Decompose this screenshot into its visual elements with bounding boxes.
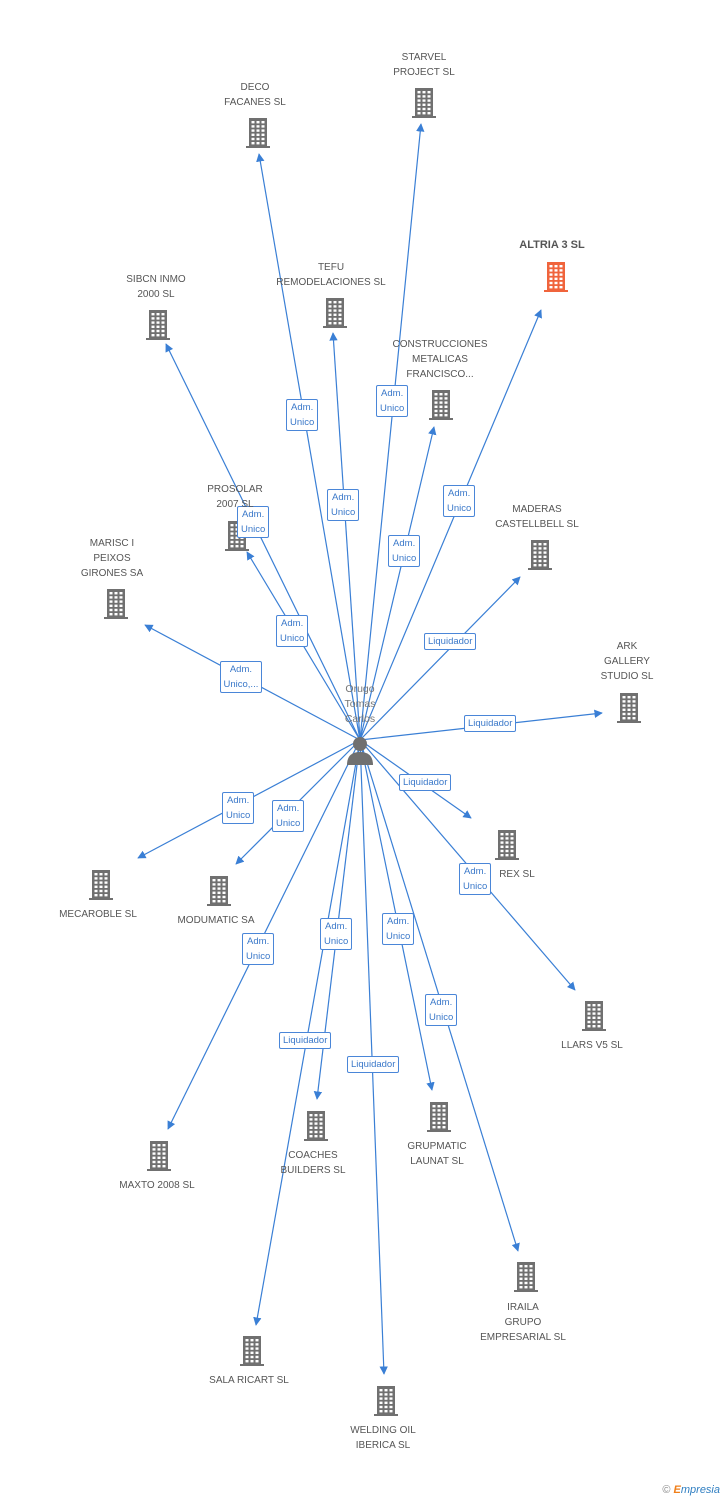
edge-sibcn xyxy=(165,343,361,741)
company-label-ark[interactable]: ARK GALLERY STUDIO SL xyxy=(600,641,654,682)
edge-deco xyxy=(256,153,361,741)
edge-label-coaches[interactable]: Adm. Unico xyxy=(320,918,353,950)
company-label-coaches[interactable]: COACHES BUILDERS SL xyxy=(280,1150,346,1176)
edge-label-mecaroble[interactable]: Adm. Unico xyxy=(222,792,255,824)
copyright-icon: © xyxy=(662,1484,671,1496)
company-label-construcciones[interactable]: CONSTRUCCIONES METALICAS FRANCISCO... xyxy=(392,339,488,380)
edge-label-prosolar[interactable]: Adm. Unico xyxy=(276,615,309,647)
edge-label-marisc[interactable]: Adm. Unico,... xyxy=(219,661,263,693)
company-label-iraila[interactable]: IRAILA GRUPO EMPRESARIAL SL xyxy=(480,1302,566,1343)
edge-label-starvel[interactable]: Adm. Unico xyxy=(376,385,409,417)
edge-construcciones xyxy=(359,426,437,741)
company-label-sala[interactable]: SALA RICART SL xyxy=(209,1375,289,1386)
company-icon-llars[interactable] xyxy=(582,1001,606,1031)
company-icon-grupmatic[interactable] xyxy=(427,1102,451,1132)
company-label-deco[interactable]: DECO FACANES SL xyxy=(224,82,286,108)
company-icon-marisc[interactable] xyxy=(104,589,128,619)
company-icon-iraila[interactable] xyxy=(514,1262,538,1292)
company-label-maderas[interactable]: MADERAS CASTELLBELL SL xyxy=(495,504,579,530)
edge-label-grupmatic[interactable]: Adm. Unico xyxy=(382,913,415,945)
company-icon-welding[interactable] xyxy=(374,1386,398,1416)
edge-label-rex[interactable]: Liquidador xyxy=(399,773,452,791)
company-label-starvel[interactable]: STARVEL PROJECT SL xyxy=(393,52,455,78)
company-label-modumatic[interactable]: MODUMATIC SA xyxy=(177,915,255,926)
company-label-tefu[interactable]: TEFU REMODELACIONES SL xyxy=(276,262,386,288)
company-icon-maxto[interactable] xyxy=(147,1141,171,1171)
edge-label-maderas[interactable]: Liquidador xyxy=(424,632,477,650)
edge-altria xyxy=(359,309,542,741)
company-icon-tefu[interactable] xyxy=(323,298,347,328)
edge-label-iraila[interactable]: Adm. Unico xyxy=(425,994,458,1026)
company-label-sibcn[interactable]: SIBCN INMO 2000 SL xyxy=(126,274,186,300)
company-label-grupmatic[interactable]: GRUPMATIC LAUNAT SL xyxy=(407,1141,467,1167)
edge-maderas xyxy=(359,576,521,741)
edge-label-deco[interactable]: Adm. Unico xyxy=(286,399,319,431)
company-label-prosolar[interactable]: PROSOLAR 2007 SL xyxy=(207,484,263,510)
edge-label-sala[interactable]: Liquidador xyxy=(279,1031,332,1049)
company-icon-maderas[interactable] xyxy=(528,540,552,570)
company-label-marisc[interactable]: MARISC I PEIXOS GIRONES SA xyxy=(80,538,144,579)
company-icon-ark[interactable] xyxy=(617,693,641,723)
company-icon-mecaroble[interactable] xyxy=(89,870,113,900)
company-icon-altria[interactable] xyxy=(544,262,568,292)
company-icon-coaches[interactable] xyxy=(304,1111,328,1141)
company-icon-modumatic[interactable] xyxy=(207,876,231,906)
edge-tefu xyxy=(329,332,361,741)
company-icon-starvel[interactable] xyxy=(412,88,436,118)
edge-label-maxto[interactable]: Adm. Unico xyxy=(242,933,275,965)
edge-starvel xyxy=(359,123,425,741)
company-icon-sibcn[interactable] xyxy=(146,310,170,340)
edge-label-altria[interactable]: Adm. Unico xyxy=(443,485,476,517)
edge-label-ark[interactable]: Liquidador xyxy=(464,714,517,732)
edge-label-tefu[interactable]: Adm. Unico xyxy=(327,489,360,521)
edge-label-welding[interactable]: Liquidador xyxy=(347,1055,400,1073)
company-label-mecaroble[interactable]: MECAROBLE SL xyxy=(59,909,137,920)
company-label-llars[interactable]: LLARS V5 SL xyxy=(561,1040,623,1051)
company-label-welding[interactable]: WELDING OIL IBERICA SL xyxy=(350,1425,416,1451)
company-icon-construcciones[interactable] xyxy=(429,390,453,420)
edge-label-sibcn[interactable]: Adm. Unico xyxy=(237,506,270,538)
edge-label-llars[interactable]: Adm. Unico xyxy=(459,863,492,895)
center-person-label: Orugo Tomas Carlos xyxy=(344,683,376,725)
footer-brand: © Empresia xyxy=(662,1484,720,1496)
company-label-altria[interactable]: ALTRIA 3 SL xyxy=(519,239,585,251)
company-icon-sala[interactable] xyxy=(240,1336,264,1366)
company-label-rex[interactable]: REX SL xyxy=(499,869,535,880)
edge-label-modumatic[interactable]: Adm. Unico xyxy=(272,800,305,832)
company-icon-deco[interactable] xyxy=(246,118,270,148)
brand-logo[interactable]: Empresia xyxy=(673,1484,720,1496)
company-label-maxto[interactable]: MAXTO 2008 SL xyxy=(119,1180,195,1191)
company-icon-rex[interactable] xyxy=(495,830,519,860)
person-icon[interactable] xyxy=(347,737,373,765)
edge-label-construcciones[interactable]: Adm. Unico xyxy=(388,535,421,567)
